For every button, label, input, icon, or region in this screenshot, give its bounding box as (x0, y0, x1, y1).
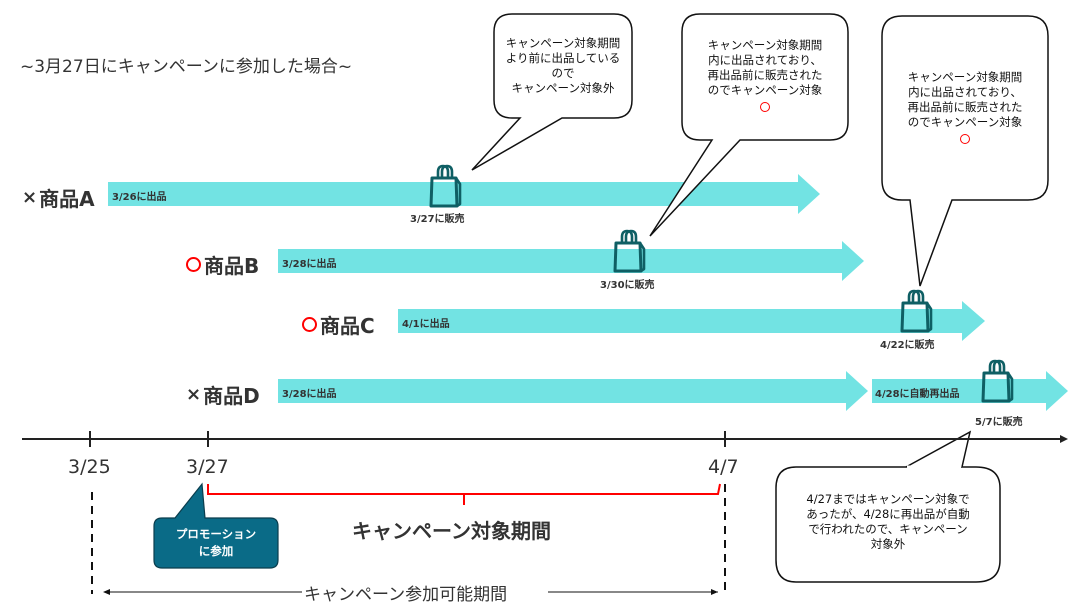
product-a-sale-label: 3/27に販売 (410, 214, 465, 225)
callout-line: あったが、4/28に再出品が自動 (806, 507, 970, 521)
callout-line: で行われたので、キャンペーン (808, 522, 968, 536)
product-c-listing-label: 4/1に出品 (402, 319, 450, 330)
eligible-period-label: キャンペーン参加可能期間 (302, 580, 510, 605)
callout-line: ので (551, 66, 575, 80)
product-d-sale-label: 5/7に販売 (975, 417, 1023, 428)
tick-label-3-25: 3/25 (68, 456, 111, 478)
promo-bubble (153, 482, 279, 569)
promo-line: プロモーション (175, 527, 257, 541)
callout-line: 再出品前に販売された (907, 100, 1023, 114)
callout-b-text: キャンペーン対象期間 内に出品されており、 再出品前に販売された のでキャンペー… (682, 38, 848, 116)
product-d-arrow-relist (872, 371, 1068, 411)
product-c-label: 商品C (302, 310, 375, 339)
callout-d-text: 4/27まではキャンペーン対象で あったが、4/28に再出品が自動 で行われたの… (776, 492, 1000, 552)
product-b-listing-label: 3/28に出品 (282, 259, 337, 270)
tick-label-4-7: 4/7 (708, 456, 739, 478)
product-a-label: × 商品A (22, 183, 95, 212)
callout-line: 内に出品されており、 (908, 85, 1022, 99)
callout-c-bubble (881, 15, 1049, 287)
callout-d-bubble (775, 430, 1001, 583)
callout-c-text: キャンペーン対象期間 内に出品されており、 再出品前に販売された のでキャンペー… (882, 70, 1048, 148)
callout-line: キャンペーン対象期間 (907, 70, 1023, 84)
cross-mark-icon: × (186, 384, 202, 405)
product-name: 商品B (204, 254, 260, 278)
timeline-axis-arrowhead (1060, 435, 1068, 443)
callout-line: より前に出品している (505, 51, 621, 65)
campaign-period-bracket (207, 483, 721, 505)
campaign-period-label: キャンペーン対象期間 (352, 519, 551, 543)
product-d-relist-label: 4/28に自動再出品 (875, 389, 960, 400)
callout-line: 再出品前に販売された (707, 68, 823, 82)
promo-bubble-text: プロモーション に参加 (154, 526, 278, 560)
product-b-arrow (278, 241, 864, 281)
product-name: 商品D (203, 384, 260, 408)
callout-line: キャンペーン対象期間 (707, 38, 823, 52)
product-b-sale-label: 3/30に販売 (600, 280, 655, 291)
callout-line: 対象外 (870, 537, 906, 551)
page-title: ~3月27日にキャンペーンに参加した場合~ (20, 57, 353, 77)
callout-line: 内に出品されており、 (708, 53, 822, 67)
product-c-sale-label: 4/22に販売 (880, 340, 935, 351)
circle-mark-icon (186, 257, 201, 272)
callout-line: のでキャンペーン対象 (907, 115, 1023, 129)
product-name: 商品C (320, 314, 375, 338)
callout-b-bubble (649, 13, 849, 237)
product-a-listing-label: 3/26に出品 (112, 192, 167, 203)
circle-mark-icon (760, 102, 770, 112)
product-a-arrow (108, 174, 820, 214)
cross-mark-icon: × (22, 187, 38, 208)
callout-a-text: キャンペーン対象期間 より前に出品している ので キャンペーン対象外 (494, 36, 632, 96)
product-d-arrow-initial (278, 371, 868, 411)
promo-line: に参加 (198, 544, 234, 558)
tick-label-3-27: 3/27 (186, 456, 229, 478)
callout-a-bubble (471, 13, 633, 171)
product-c-arrow (398, 301, 985, 341)
callout-line: 4/27まではキャンペーン対象で (806, 492, 970, 506)
callout-line: キャンペーン対象外 (511, 81, 615, 95)
callout-line: キャンペーン対象期間 (505, 36, 621, 50)
product-d-label: × 商品D (186, 380, 260, 409)
product-d-listing-label: 3/28に出品 (282, 389, 337, 400)
callout-line: のでキャンペーン対象 (707, 83, 823, 97)
circle-mark-icon (960, 134, 970, 144)
product-name: 商品A (39, 187, 95, 211)
product-b-label: 商品B (186, 250, 259, 279)
circle-mark-icon (302, 317, 317, 332)
